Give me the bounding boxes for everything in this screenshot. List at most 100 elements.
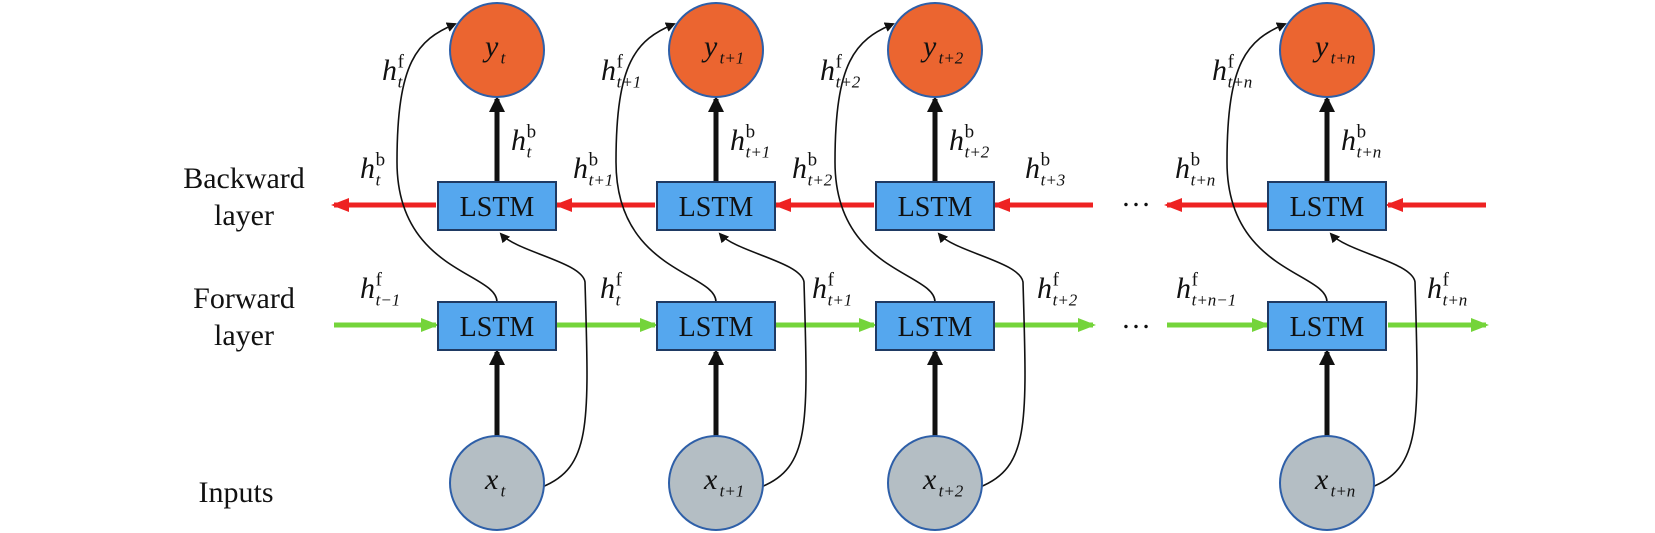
forward-arrow-label-3-sup: f	[1053, 269, 1060, 290]
hf-to-output-label-sub: t+2	[836, 73, 861, 92]
forward-arrow-label-1-sub: t	[616, 291, 622, 310]
backward-arrow-label-0-sub: t	[376, 171, 382, 190]
forward-arrow-label-2-base: h	[812, 272, 827, 305]
forward-lstm-box	[437, 301, 557, 351]
hb-to-output-label-sub: t	[527, 143, 533, 162]
backward-arrow-label-2-sup: b	[808, 149, 818, 170]
output-label-sub: t+1	[720, 49, 745, 68]
hf-to-output-label-base: h	[1212, 54, 1227, 87]
backward-arrow-label-2-sub: t+2	[808, 171, 833, 190]
hb-to-output-label-sub: t+2	[965, 143, 990, 162]
backward-lstm-cell: LSTM	[875, 181, 995, 231]
backward-lstm-box	[875, 181, 995, 231]
output-label-base: y	[1312, 30, 1329, 63]
output-label-sub: t	[501, 49, 507, 68]
backward-lstm-label: LSTM	[1290, 192, 1365, 223]
backward-lstm-label: LSTM	[898, 192, 973, 223]
forward-lstm-box	[656, 301, 776, 351]
hb-to-output-label-sup: b	[746, 121, 756, 142]
backward-ellipsis: …	[1121, 180, 1151, 213]
hf-to-output-label-sub: t+1	[617, 73, 642, 92]
forward-lstm-box	[875, 301, 995, 351]
hf-to-output-label-sub: t	[398, 73, 404, 92]
forward-arrow-label-5-sup: f	[1443, 269, 1450, 290]
input-label-base: x	[484, 463, 499, 496]
input-label-sub: t+n	[1331, 482, 1356, 501]
output-circle	[449, 2, 545, 98]
backward-layer-label-line2: layer	[214, 199, 274, 232]
backward-layer-label-line1: Backward	[183, 162, 305, 195]
backward-lstm-cell: LSTM	[1267, 181, 1387, 231]
hf-to-output-label-sup: f	[398, 51, 405, 72]
forward-to-output-curve	[1226, 22, 1328, 303]
backward-arrow-label-2-base: h	[792, 152, 807, 185]
backward-lstm-label: LSTM	[460, 192, 535, 223]
forward-arrow-label-0-sup: f	[376, 269, 383, 290]
backward-arrow-label-1-base: h	[573, 152, 588, 185]
hf-to-output-label-base: h	[382, 54, 397, 87]
backward-lstm-label: LSTM	[679, 192, 754, 223]
hb-to-output-label-sup: b	[965, 121, 975, 142]
hb-to-output-label-base: h	[511, 124, 526, 157]
forward-to-output-curve	[834, 22, 936, 303]
forward-arrow-label-2-sup: f	[828, 269, 835, 290]
forward-arrow-label-4-sub: t+n−1	[1192, 291, 1237, 310]
forward-lstm-cell: LSTM	[875, 301, 995, 351]
output-label-base: y	[701, 30, 718, 63]
input-label-sub: t	[501, 482, 507, 501]
forward-lstm-cell: LSTM	[437, 301, 557, 351]
forward-lstm-label: LSTM	[679, 312, 754, 343]
backward-lstm-cell: LSTM	[437, 181, 557, 231]
hb-to-output-label-base: h	[949, 124, 964, 157]
hb-to-output-label-sub: t+1	[746, 143, 771, 162]
inputs-row-label: Inputs	[199, 476, 274, 509]
forward-arrow-label-4-base: h	[1176, 272, 1191, 305]
forward-arrow-label-4-sup: f	[1192, 269, 1199, 290]
backward-arrow-label-0-base: h	[360, 152, 375, 185]
forward-to-output-curve	[615, 22, 717, 303]
backward-lstm-box	[1267, 181, 1387, 231]
backward-arrow-label-4-sup: b	[1191, 149, 1201, 170]
forward-lstm-cell: LSTM	[656, 301, 776, 351]
forward-arrow-label-5-base: h	[1427, 272, 1442, 305]
forward-arrow-label-0-sub: t−1	[376, 291, 401, 310]
backward-arrow-label-4-base: h	[1175, 152, 1190, 185]
forward-arrow-label-5-sub: t+n	[1443, 291, 1468, 310]
forward-arrow-label-1-base: h	[600, 272, 615, 305]
input-to-backward-curve	[499, 232, 588, 488]
backward-arrow-label-1-sup: b	[589, 149, 599, 170]
input-label-base: x	[1314, 463, 1329, 496]
forward-to-output-curve	[396, 22, 498, 303]
forward-arrow-label-1-sup: f	[616, 269, 623, 290]
hb-to-output-label-sub: t+n	[1357, 143, 1382, 162]
input-circle	[668, 435, 764, 531]
output-circle	[1279, 2, 1375, 98]
